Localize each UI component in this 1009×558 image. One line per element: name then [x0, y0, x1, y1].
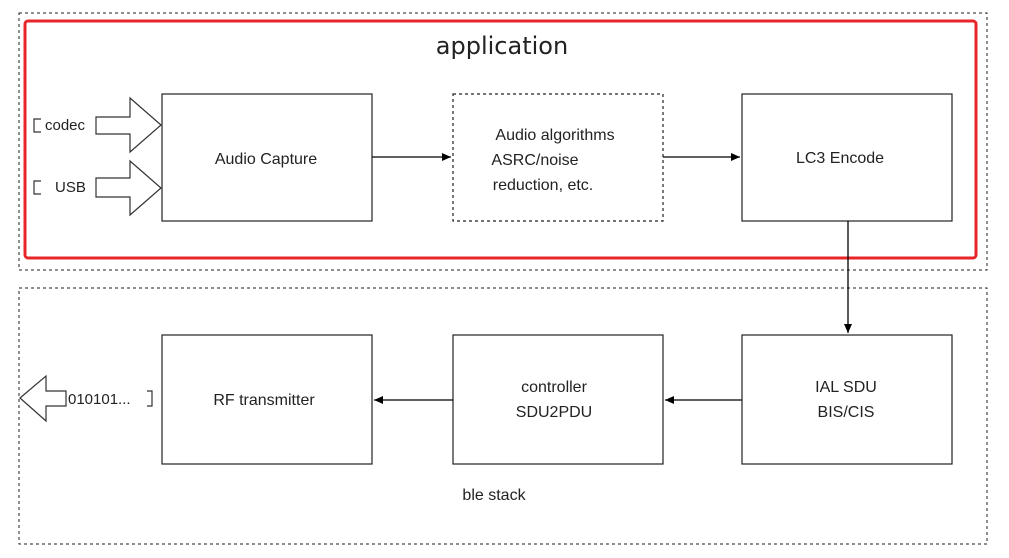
audio-algorithms-block	[452, 93, 664, 222]
output-bracket	[147, 390, 153, 407]
ial-sdu-line-2: BIS/CIS	[818, 404, 875, 421]
codec-input: codec	[33, 96, 162, 154]
usb-input: USB	[33, 159, 162, 217]
usb-label: USB	[55, 179, 86, 196]
lc3-encode-label: LC3 Encode	[796, 150, 884, 167]
audio-capture-label: Audio Capture	[215, 151, 317, 168]
ial-sdu-line-1: IAL SDU	[815, 379, 877, 396]
usb-bracket	[33, 180, 41, 195]
application-highlight	[23, 19, 978, 260]
application-title: application	[436, 32, 568, 60]
controller-line-1: controller	[521, 379, 587, 396]
rf-output: 010101...	[19, 374, 153, 423]
audio-algorithms-line-2: ASRC/noise	[491, 152, 578, 169]
rf-transmitter-block	[161, 334, 373, 465]
audio-algorithms-line-1: Audio algorithms	[495, 127, 614, 144]
ial-sdu-block	[741, 334, 953, 465]
codec-arrow-icon	[95, 96, 162, 154]
audio-algorithms-line-3: reduction, etc.	[493, 177, 594, 194]
lc3-encode-block	[741, 93, 953, 222]
output-arrow-icon	[19, 374, 67, 423]
rf-transmitter-label: RF transmitter	[213, 392, 315, 409]
audio-capture-block	[161, 93, 373, 222]
usb-arrow-icon	[95, 159, 162, 217]
codec-label: codec	[45, 117, 86, 134]
ble-stack-title: ble stack	[462, 487, 526, 504]
codec-bracket	[33, 118, 41, 133]
controller-line-2: SDU2PDU	[516, 404, 592, 421]
controller-block	[452, 334, 664, 465]
output-bits-label: 010101...	[68, 391, 131, 408]
